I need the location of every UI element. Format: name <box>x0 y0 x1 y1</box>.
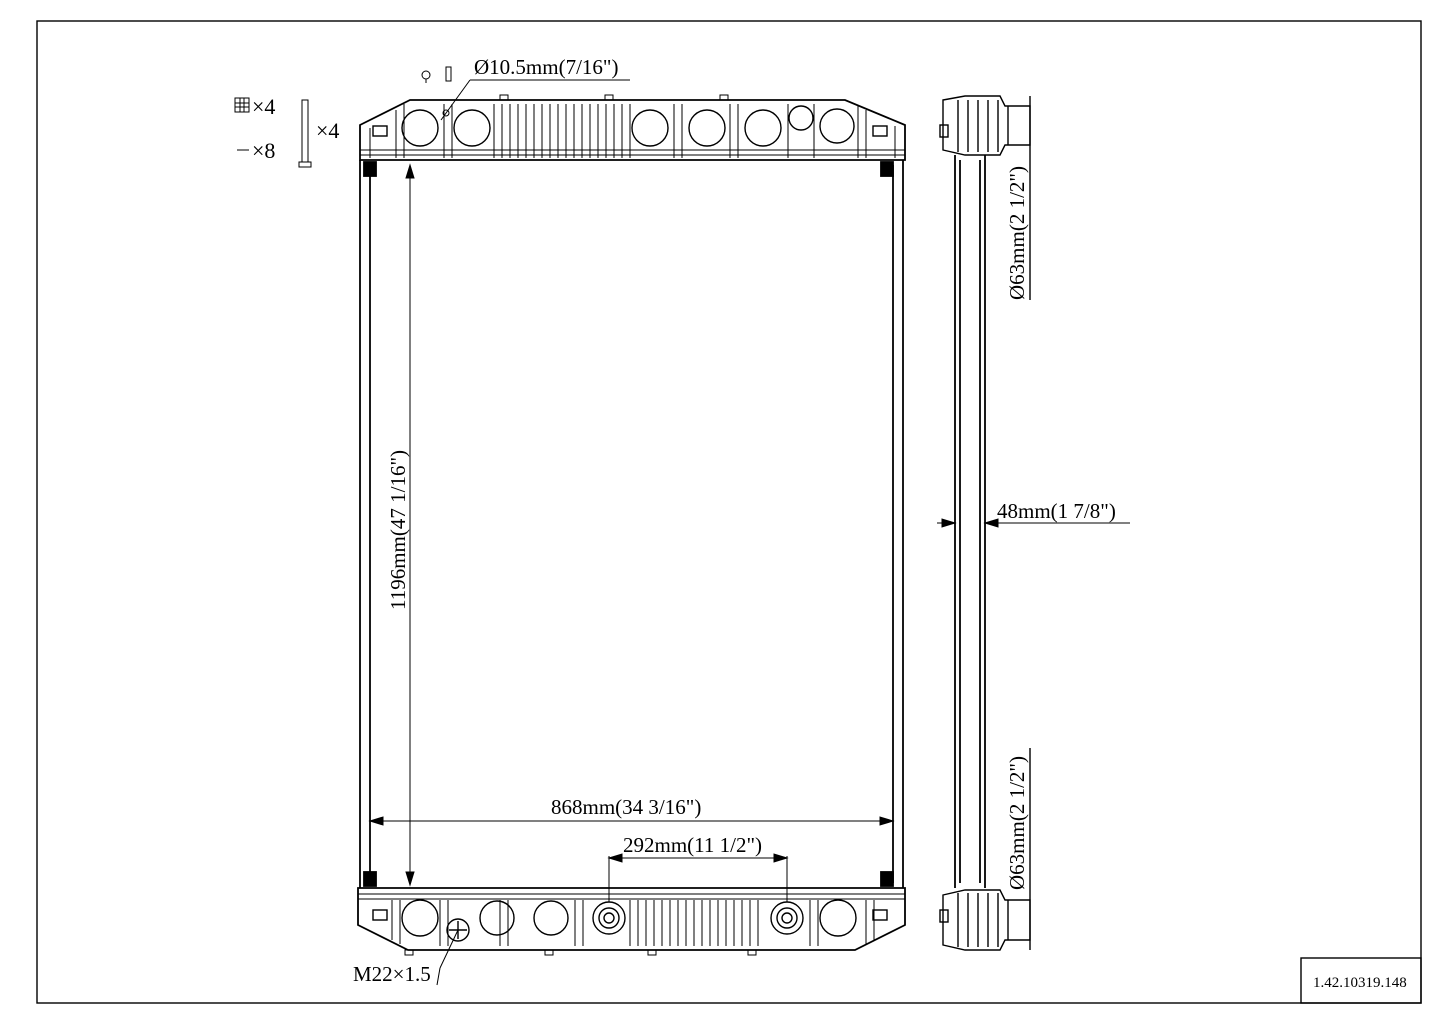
hardware-kit: ×4 ×8 ×4 <box>234 94 339 168</box>
thickness-label: 48mm(1 7/8") <box>997 499 1116 523</box>
side-core <box>954 155 986 888</box>
height-dimension <box>405 163 415 887</box>
bracket-icon <box>234 97 250 113</box>
bottom-outlet-fitting <box>939 748 1031 951</box>
bottom-outlet-diameter-label: Ø63mm(2 1/2") <box>1005 756 1029 890</box>
rod-quantity: ×4 <box>316 118 339 143</box>
drain-thread-label: M22×1.5 <box>353 962 431 986</box>
top-tank-fins <box>360 104 905 158</box>
top-tank-openings <box>372 105 888 147</box>
front-view: 1196mm(47 1/16") 868mm(34 3/16") 292mm(1… <box>353 55 906 986</box>
bottom-tank <box>357 887 906 951</box>
outlet-spacing-dimension <box>607 853 789 902</box>
bottom-tank-fins <box>358 893 905 946</box>
height-dimension-label: 1196mm(47 1/16") <box>386 450 410 610</box>
bottom-tank-tabs <box>404 949 757 956</box>
top-tank-tabs <box>499 94 729 101</box>
mount-hole-label: Ø10.5mm(7/16") <box>474 55 618 79</box>
width-dimension-label: 868mm(34 3/16") <box>551 795 701 819</box>
core-frame <box>359 160 904 888</box>
part-number: 1.42.10319.148 <box>1313 975 1407 991</box>
drain-callout <box>436 929 459 986</box>
top-tank <box>359 99 906 161</box>
bracket-quantity: ×4 <box>252 94 275 119</box>
outlet-spacing-label: 292mm(11 1/2") <box>623 833 762 857</box>
bolt-icon <box>421 66 452 83</box>
thickness-dimension <box>937 518 1130 528</box>
width-dimension <box>368 816 895 826</box>
drawing-border <box>36 20 1422 1004</box>
side-view: 48mm(1 7/8") Ø63mm(2 1/2") Ø63mm(2 1/2") <box>937 95 1130 951</box>
top-inlet-fitting <box>939 95 1031 300</box>
bottom-tank-openings <box>372 899 888 942</box>
mount-hole-callout <box>440 79 630 121</box>
rod-icon <box>298 99 312 168</box>
top-inlet-diameter-label: Ø63mm(2 1/2") <box>1005 166 1029 300</box>
bolt-quantity: ×8 <box>252 138 275 163</box>
title-block: 1.42.10319.148 <box>1300 957 1422 1004</box>
